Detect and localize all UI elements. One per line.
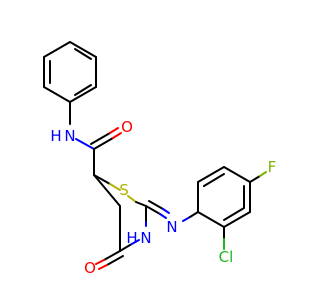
double-bond-inner <box>74 48 92 60</box>
bond <box>43 86 71 103</box>
double-bond <box>106 255 124 266</box>
imine-nitrogen-label: N <box>166 218 177 236</box>
bond <box>69 86 97 103</box>
bond <box>109 183 121 191</box>
carbonyl-oxygen-label: O <box>84 259 96 277</box>
bond <box>145 205 161 215</box>
bond <box>182 216 191 222</box>
double-bond <box>148 200 164 210</box>
bond <box>223 166 251 183</box>
bond <box>259 171 267 177</box>
double-bond-inner <box>223 207 245 221</box>
bond <box>159 213 167 219</box>
sulfur-label: S <box>119 181 129 199</box>
bond <box>69 41 97 58</box>
amide-hydrogen-label: H <box>50 127 61 145</box>
molecule-canvas: N H O S N H O N Cl F <box>43 41 277 277</box>
ring-hydrogen-label: H <box>126 229 137 247</box>
bond <box>249 175 261 183</box>
bond <box>129 239 140 246</box>
ring-nitrogen-label: N <box>140 229 151 247</box>
bond <box>93 174 121 207</box>
bond <box>119 244 131 252</box>
chlorine-label: Cl <box>219 248 234 266</box>
amide-nitrogen-label: N <box>64 127 75 145</box>
double-bond <box>162 208 170 214</box>
bond <box>75 138 95 150</box>
bond <box>189 211 199 218</box>
bond <box>93 137 114 150</box>
double-bond <box>109 127 119 134</box>
bond <box>103 250 121 261</box>
thiazinane-ring <box>93 174 147 252</box>
molecule-structure: N H O S N H O N Cl F <box>43 41 277 277</box>
fluorine-label: F <box>268 158 277 176</box>
double-bond <box>90 132 111 145</box>
double-bond <box>98 264 108 270</box>
bond <box>93 174 111 185</box>
bond <box>197 166 225 183</box>
bond <box>127 195 137 203</box>
phenyl-ring <box>43 41 97 103</box>
bond <box>112 132 122 139</box>
bond <box>95 259 105 265</box>
bond <box>197 211 225 228</box>
double-bond-inner <box>203 173 225 187</box>
bond <box>43 41 71 58</box>
chlorofluorophenyl-ring <box>197 166 251 228</box>
bond <box>135 201 147 207</box>
double-bond-inner <box>74 84 92 96</box>
bond <box>223 211 251 228</box>
amide-oxygen-label: O <box>121 118 133 136</box>
